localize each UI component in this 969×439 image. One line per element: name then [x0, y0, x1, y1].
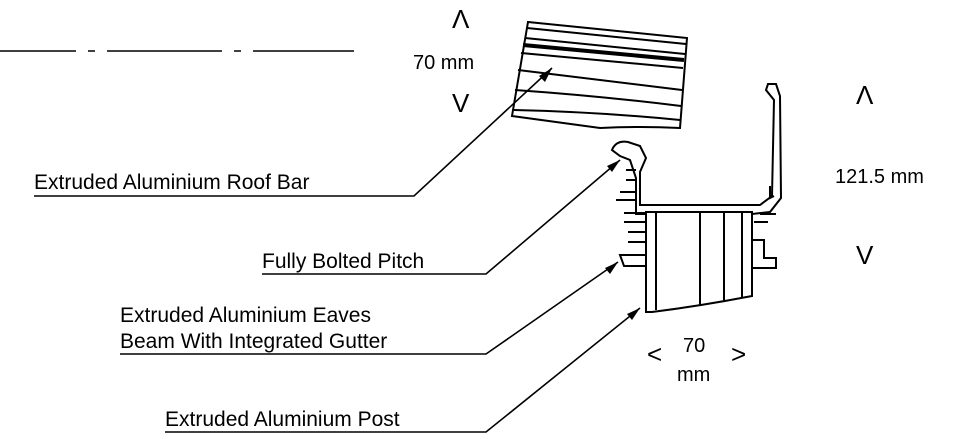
- roof-bar-drawing: [510, 20, 689, 130]
- post-label: Extruded Aluminium Post: [165, 408, 400, 431]
- roof-bar-label: Extruded Aluminium Roof Bar: [34, 171, 309, 194]
- gutter-height-dimension: 121.5 mm: [835, 166, 924, 188]
- leader-lines: [34, 67, 641, 433]
- gutter-dim-up-arrow: Λ: [856, 80, 874, 110]
- leader-arrowheads: [539, 68, 640, 320]
- pitch-label: Fully Bolted Pitch: [262, 250, 424, 273]
- post-drawing: [618, 211, 777, 313]
- eaves-beam-label-line2: Beam With Integrated Gutter: [120, 330, 387, 353]
- post-width-unit: mm: [677, 364, 710, 386]
- post-width-value: 70: [683, 335, 705, 357]
- eaves-beam-label-line1: Extruded Aluminium Eaves: [120, 304, 371, 327]
- post-dim-left-arrow: <: [647, 339, 662, 369]
- gutter-dim-down-arrow: V: [856, 240, 874, 270]
- roof-bar-dimension: 70 mm: [413, 52, 474, 74]
- roof-bar-dim-up-arrow: Λ: [452, 4, 470, 34]
- roof-bar-dim-down-arrow: V: [452, 88, 470, 118]
- post-dim-right-arrow: >: [731, 339, 746, 369]
